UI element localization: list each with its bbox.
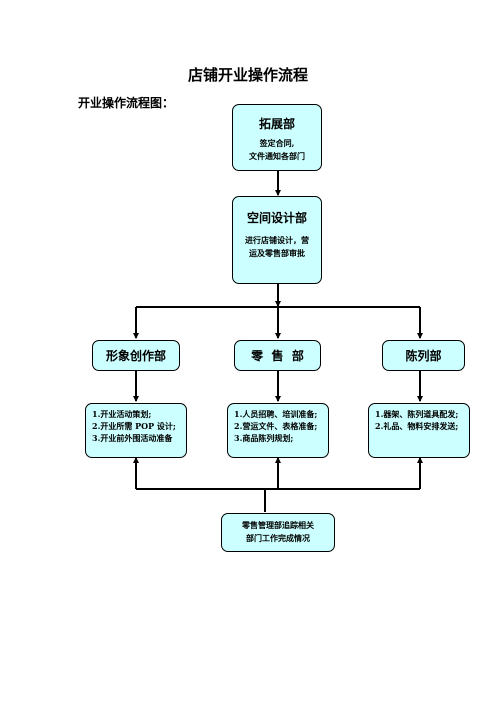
node-display-title: 陈列部 xyxy=(405,349,442,363)
page-title: 店铺开业操作流程 xyxy=(187,66,308,84)
display-task-item: 2.礼品、物料安排发送; xyxy=(375,421,459,431)
node-image-creation: 形象创作部 xyxy=(92,340,180,371)
node-image-creation-title: 形象创作部 xyxy=(105,349,166,363)
node-retail: 零 售 部 xyxy=(234,340,321,371)
node-space-design: 空间设计部 进行店铺设计，营 运及零售部审批 xyxy=(232,196,322,284)
node-retail-title: 零 售 部 xyxy=(251,349,304,363)
image-task-item: 2.开业所需 POP 设计; xyxy=(92,421,176,431)
node-image-tasks: 1.开业活动策划; 2.开业所需 POP 设计; 3.开业前外围活动准备 xyxy=(85,403,187,458)
node-expansion-line-1: 签定合同, xyxy=(259,138,295,148)
node-retail-mgmt: 零售管理部追踪相关 部门工作完成情况 xyxy=(221,513,335,552)
image-task-item: 3.开业前外围活动准备 xyxy=(92,433,173,443)
node-space-design-line-2: 运及零售部审批 xyxy=(249,248,305,258)
node-display-tasks: 1.器架、陈列道具配发; 2.礼品、物料安排发送; xyxy=(368,403,470,458)
node-space-design-line-1: 进行店铺设计，营 xyxy=(245,235,309,245)
retail-task-item: 1.人员招聘、培训准备; xyxy=(234,409,318,419)
node-expansion-line-2: 文件通知各部门 xyxy=(249,151,305,161)
flowchart-subtitle: 开业操作流程图： xyxy=(78,96,175,110)
display-task-item: 1.器架、陈列道具配发; xyxy=(375,409,459,419)
node-space-design-title: 空间设计部 xyxy=(246,211,307,225)
retail-task-item: 2.营运文件、表格准备; xyxy=(234,421,318,431)
retail-task-item: 3.商品陈列规划; xyxy=(234,433,294,443)
node-expansion: 拓展部 签定合同, 文件通知各部门 xyxy=(232,104,322,171)
node-retail-mgmt-line-1: 零售管理部追踪相关 xyxy=(242,520,314,530)
node-retail-mgmt-line-2: 部门工作完成情况 xyxy=(246,533,310,543)
node-expansion-title: 拓展部 xyxy=(258,117,295,131)
node-display: 陈列部 xyxy=(382,340,465,371)
image-task-item: 1.开业活动策划; xyxy=(92,409,152,419)
node-retail-tasks: 1.人员招聘、培训准备; 2.营运文件、表格准备; 3.商品陈列规划; xyxy=(227,403,329,458)
